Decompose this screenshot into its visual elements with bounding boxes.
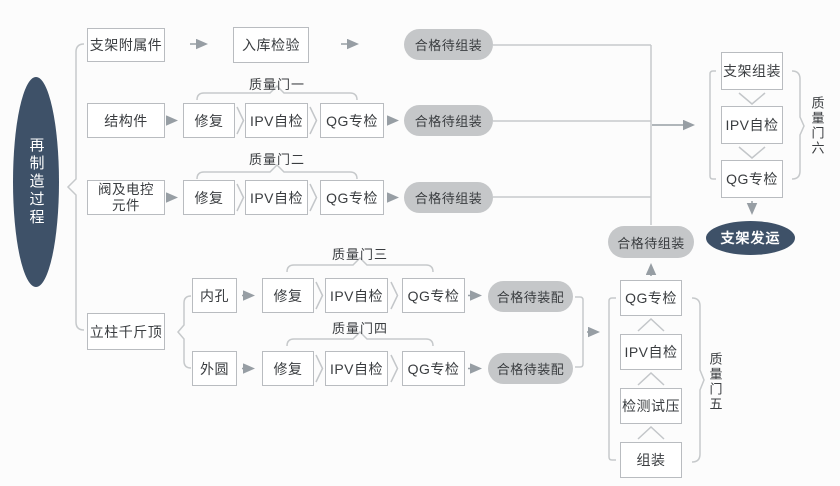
bracket-col6-left (709, 70, 716, 180)
node-qg-special-check-bore: QG专检 (402, 278, 465, 313)
node-warehouse-inspection: 入库检验 (233, 27, 309, 63)
chevron-right (390, 354, 399, 383)
node-outer-circle: 外圆 (192, 351, 237, 386)
node-valve-electric-parts: 阀及电控 元件 (87, 180, 165, 215)
node-ipv-self-check-col5: IPV自检 (620, 334, 682, 370)
bracket-col5-left (608, 297, 616, 461)
node-test-pressure: 检测试压 (620, 388, 682, 424)
node-qg-special-check-col6: QG专检 (721, 160, 783, 198)
chevron-down (738, 146, 766, 159)
node-repair-row3: 修复 (183, 180, 235, 215)
node-structural-parts: 结构件 (87, 103, 165, 138)
chevron-connectors (236, 92, 766, 440)
jack-brace (177, 295, 192, 369)
brace-gate5-right (691, 297, 705, 463)
node-qg-special-check-outer: QG专检 (402, 351, 465, 386)
overbrace-gate1 (196, 84, 358, 101)
gate-label-three: 质量门三 (331, 247, 388, 262)
node-prop-jack: 立柱千斤顶 (87, 313, 165, 350)
chevron-right (309, 106, 318, 135)
gate-label-six: 质量门六 (809, 96, 825, 156)
gate-label-four: 质量门四 (331, 321, 388, 336)
main-brace (66, 43, 85, 331)
root-process-ellipse: 再制造过程 (13, 77, 59, 287)
node-ipv-self-check-outer: IPV自检 (325, 351, 388, 386)
node-qg-special-check-row3: QG专检 (320, 180, 384, 215)
pill-qualified-for-assembly-row2: 合格待组装 (404, 105, 493, 136)
chevron-right (309, 183, 318, 212)
node-ipv-self-check-row2: IPV自检 (245, 103, 308, 138)
node-repair-outer: 修复 (262, 351, 314, 386)
node-qg-special-check-col5: QG专检 (620, 280, 682, 316)
node-bracket-assembly: 支架组装 (721, 52, 783, 90)
brace-gate6-right (791, 70, 805, 180)
node-assembly: 组装 (620, 442, 682, 478)
pill-qualified-for-fitting-outer: 合格待装配 (488, 353, 573, 384)
chevron-right (236, 106, 245, 135)
node-ipv-self-check-bore: IPV自检 (325, 278, 388, 313)
overbrace-gate3 (286, 256, 434, 273)
node-valve-electric-line1: 阀及电控 (98, 181, 154, 197)
node-ipv-self-check-row3: IPV自检 (245, 180, 308, 215)
node-bracket-accessories: 支架附属件 (87, 28, 165, 62)
pill-qualified-for-fitting-bore: 合格待装配 (488, 281, 573, 312)
chevron-right (236, 183, 245, 212)
node-repair-row2: 修复 (183, 103, 235, 138)
overbrace-gate2 (196, 163, 358, 180)
merge-bracket-pills (575, 296, 584, 368)
terminal-bracket-shipping-ellipse: 支架发运 (706, 221, 795, 255)
collector-lines (493, 44, 716, 461)
chevron-up (637, 425, 665, 440)
braces (66, 43, 805, 463)
gate-label-two: 质量门二 (248, 152, 305, 167)
node-ipv-self-check-col6: IPV自检 (721, 106, 783, 144)
overbrace-gate4 (286, 330, 434, 347)
gate-label-five: 质量门五 (707, 352, 723, 412)
chevron-up (637, 317, 665, 332)
node-qg-special-check-row2: QG专检 (320, 103, 384, 138)
node-repair-bore: 修复 (262, 278, 314, 313)
chevron-right (315, 354, 324, 383)
chevron-up (637, 371, 665, 386)
chevron-right (315, 281, 324, 310)
pill-qualified-for-assembly-col5: 合格待组装 (608, 226, 694, 258)
chevron-right (390, 281, 399, 310)
pill-qualified-for-assembly-row3: 合格待组装 (404, 182, 493, 213)
chevron-down (738, 92, 766, 105)
node-inner-bore: 内孔 (192, 278, 237, 313)
arrows (166, 38, 758, 374)
gate-label-one: 质量门一 (248, 77, 305, 92)
pill-qualified-for-assembly-row1: 合格待组装 (404, 29, 493, 60)
node-valve-electric-line2: 元件 (112, 197, 140, 213)
